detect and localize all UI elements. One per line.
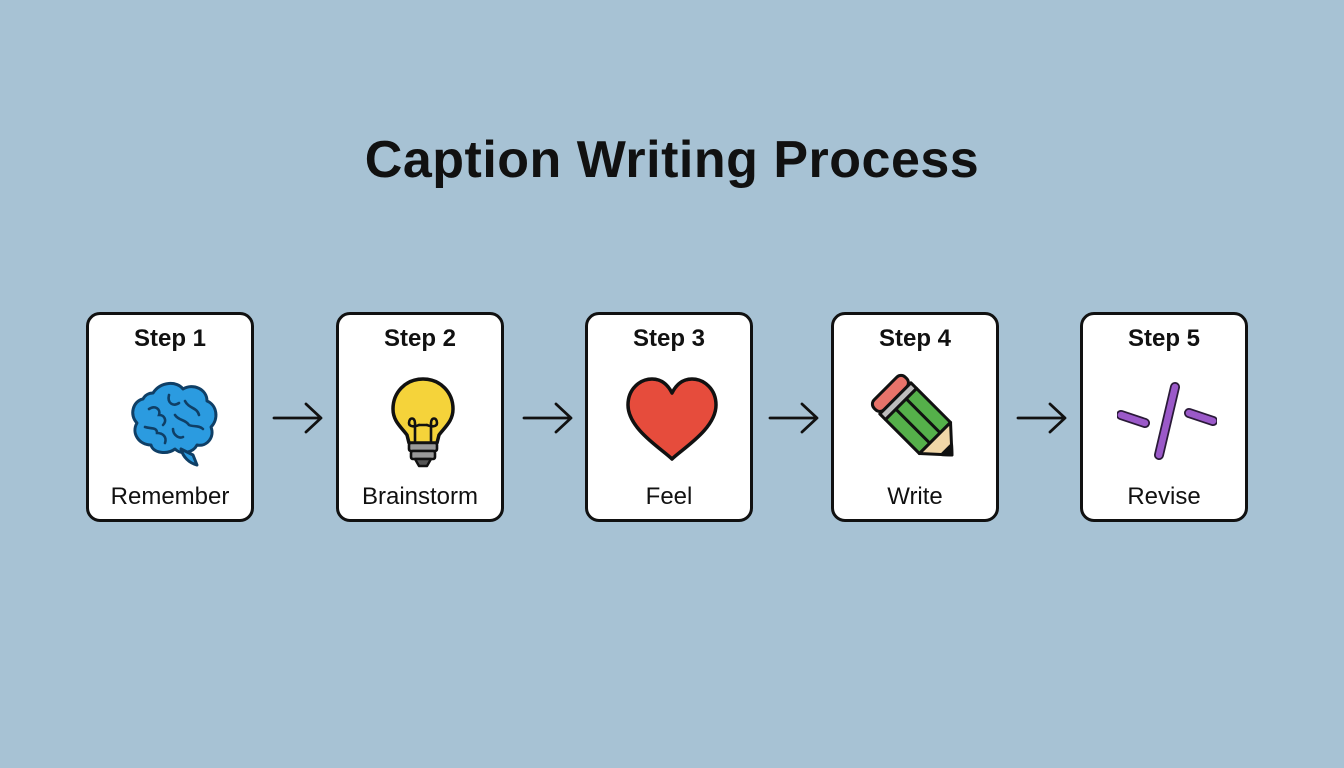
step-name: Feel xyxy=(645,483,693,510)
step-card-2: Step 2 Brainstorm xyxy=(336,312,504,522)
step-card-3: Step 3 Feel xyxy=(585,312,753,522)
arrow-icon xyxy=(270,400,326,436)
lightbulb-icon xyxy=(373,371,473,471)
pencil-icon xyxy=(868,371,968,471)
arrow-icon xyxy=(520,400,576,436)
step-card-4: Step 4 Write xyxy=(831,312,999,522)
heart-icon xyxy=(622,371,722,471)
diagram-title: Caption Writing Process xyxy=(364,131,980,189)
step-number: Step 2 xyxy=(383,325,457,352)
step-card-5: Step 5 Revise xyxy=(1080,312,1248,522)
step-number: Step 3 xyxy=(632,325,706,352)
step-card-1: Step 1 Remember xyxy=(86,312,254,522)
step-name: Revise xyxy=(1127,483,1201,510)
step-name: Remember xyxy=(110,483,230,510)
revise-icon xyxy=(1117,371,1217,471)
step-name: Write xyxy=(887,483,943,510)
step-number: Step 1 xyxy=(133,325,207,352)
arrow-icon xyxy=(766,400,822,436)
brain-icon xyxy=(123,371,223,471)
step-number: Step 5 xyxy=(1127,325,1201,352)
step-number: Step 4 xyxy=(878,325,952,352)
step-name: Brainstorm xyxy=(361,483,479,510)
arrow-icon xyxy=(1014,400,1070,436)
